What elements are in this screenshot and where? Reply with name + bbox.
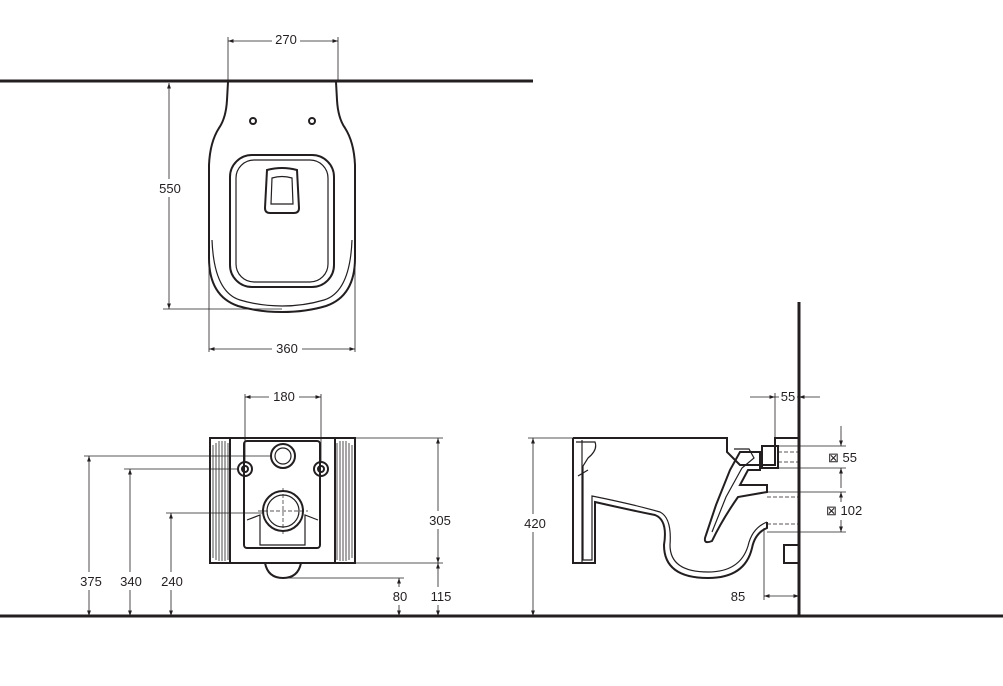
rear-body-outline [209, 437, 356, 564]
dim-label-420: 420 [524, 516, 546, 531]
dim-label-240: 240 [161, 574, 183, 589]
side-view: 420 55 ⊠ 55 ⊠ 102 85 [520, 302, 863, 616]
top-view: 270 550 360 [0, 31, 533, 356]
dim-label-550: 550 [159, 181, 181, 196]
toilet-outline-top [208, 81, 356, 314]
side-ribs-right [336, 441, 353, 561]
dim-label-360: 360 [276, 341, 298, 356]
seat-opening [229, 154, 335, 288]
toilet-profile-inner [576, 441, 768, 573]
seat-opening-inner [235, 159, 329, 283]
dim-label-305: 305 [429, 513, 451, 528]
dim-label-55-top: 55 [781, 389, 795, 404]
dim-label-270: 270 [275, 32, 297, 47]
flush-button-inner [270, 175, 294, 205]
dim-label-340: 340 [120, 574, 142, 589]
dim-label-80: 80 [393, 589, 407, 604]
fixing-hole-left [249, 117, 257, 125]
dim-label-375: 375 [80, 574, 102, 589]
dim-label-85: 85 [731, 589, 745, 604]
front-view: 180 305 115 80 375 340 240 [76, 388, 455, 616]
flush-button [263, 167, 301, 214]
bowl-bottom-front [264, 562, 302, 580]
side-ribs-left [212, 441, 229, 561]
dim-label-inlet: ⊠ 55 [828, 450, 857, 465]
trapway [703, 451, 768, 544]
dim-label-180: 180 [273, 389, 295, 404]
toilet-inner-outline-top [211, 239, 353, 307]
dim-label-115: 115 [431, 589, 452, 604]
fixing-hole-right [308, 117, 316, 125]
outlet-connector [783, 544, 800, 564]
inlet-connector [761, 445, 779, 469]
mounting-plate [243, 440, 321, 549]
dim-label-outlet: ⊠ 102 [826, 503, 862, 518]
